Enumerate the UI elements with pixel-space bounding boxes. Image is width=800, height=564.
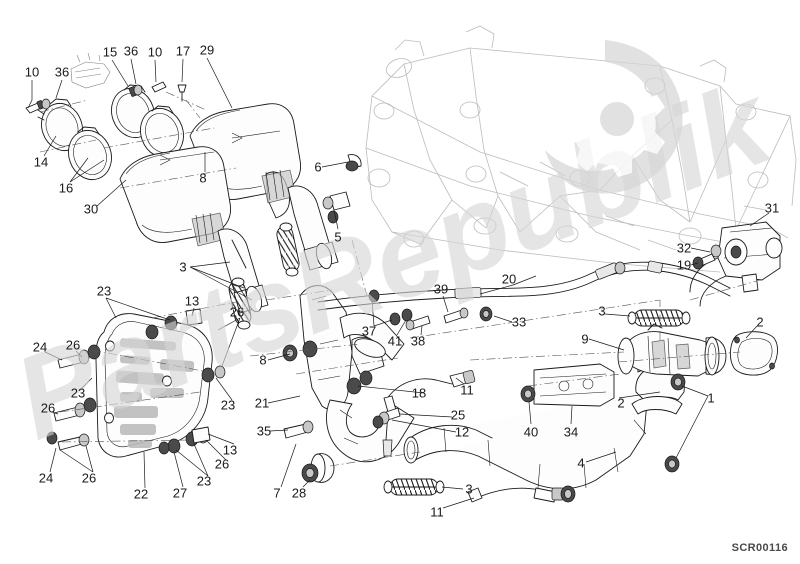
callout-number-33: 33 <box>511 314 527 330</box>
callout-number-24: 24 <box>32 339 48 355</box>
callout-number-22: 22 <box>133 486 149 502</box>
exhaust-clamps-group <box>25 52 187 181</box>
callout-number-21: 21 <box>254 395 270 411</box>
callout-number-40: 40 <box>523 424 539 440</box>
spring-3-lower <box>383 478 445 496</box>
callout-number-3: 3 <box>465 481 473 497</box>
master-cylinder-31 <box>689 221 783 307</box>
callout-number-20: 20 <box>501 271 517 287</box>
callout-number-27: 27 <box>172 485 188 501</box>
callout-number-37: 37 <box>361 323 377 339</box>
callout-number-7: 7 <box>273 485 281 501</box>
callout-number-14: 14 <box>33 154 49 170</box>
callout-number-31: 31 <box>764 200 780 216</box>
callout-number-18: 18 <box>411 385 427 401</box>
callout-number-10: 10 <box>24 64 40 80</box>
bracket-34 <box>533 363 615 407</box>
brake-hose-20 <box>317 260 731 311</box>
callout-number-23: 23 <box>196 473 212 489</box>
callout-number-16: 16 <box>58 180 74 196</box>
spring-3-right <box>627 309 691 327</box>
shield-fasteners <box>46 308 226 455</box>
nut-40 <box>520 385 536 403</box>
callout-number-26: 26 <box>81 470 97 486</box>
callout-number-11: 11 <box>430 504 444 520</box>
callout-number-23: 23 <box>220 397 236 413</box>
construction-lines <box>39 91 761 467</box>
callout-number-1: 1 <box>707 390 715 406</box>
callout-number-23: 23 <box>96 283 112 299</box>
callout-number-29: 29 <box>199 42 215 58</box>
callout-number-26: 26 <box>40 400 56 416</box>
callout-number-3: 3 <box>598 303 606 319</box>
callout-number-41: 41 <box>387 333 403 349</box>
centre-fasteners <box>282 154 686 483</box>
callout-number-13: 13 <box>184 293 200 309</box>
callout-number-36: 36 <box>54 64 70 80</box>
callout-number-15: 15 <box>102 44 118 60</box>
callout-number-8: 8 <box>259 352 267 368</box>
lambda-sensor-upper-11 <box>382 370 476 457</box>
drawing-code: SCR00116 <box>731 542 788 554</box>
callout-number-17: 17 <box>175 43 191 59</box>
callout-number-24: 24 <box>38 470 54 486</box>
callout-number-38: 38 <box>410 333 426 349</box>
callout-number-36: 36 <box>123 43 139 59</box>
callout-number-10: 10 <box>147 44 163 60</box>
bolt-10-left <box>25 100 45 114</box>
callout-number-23: 23 <box>70 385 86 401</box>
spring-3-upper-left <box>228 277 252 330</box>
callout-number-5: 5 <box>334 229 342 245</box>
callout-number-2: 2 <box>617 395 625 411</box>
callout-number-4: 4 <box>577 455 585 471</box>
bolt-17 <box>177 84 187 102</box>
lambda-sensor-lower-11 <box>467 485 576 503</box>
callout-number-39: 39 <box>433 281 449 297</box>
leader-lines <box>27 57 770 509</box>
callout-number-26: 26 <box>65 337 81 353</box>
callout-number-19: 19 <box>676 257 692 273</box>
callout-number-9: 9 <box>581 331 589 347</box>
heat-shield-22 <box>95 313 213 458</box>
callout-number-3: 3 <box>179 259 187 275</box>
catalyst-9 <box>617 323 727 377</box>
callout-number-6: 6 <box>314 159 322 175</box>
callout-number-12: 12 <box>454 424 470 440</box>
callout-number-13: 13 <box>222 442 238 458</box>
callout-number-26: 26 <box>214 456 230 472</box>
callout-number-26: 26 <box>229 304 245 320</box>
gasket-flange-2-right <box>729 331 778 376</box>
callout-number-25: 25 <box>450 407 466 423</box>
spring-3-upper-right <box>276 222 300 277</box>
callout-number-30: 30 <box>83 201 99 217</box>
callout-number-34: 34 <box>563 424 579 440</box>
callout-number-11: 11 <box>460 382 474 398</box>
callout-number-8: 8 <box>199 170 207 186</box>
bolt-19-32 <box>692 244 722 270</box>
motorcycle-frame-reference <box>365 25 797 273</box>
callout-number-35: 35 <box>256 423 272 439</box>
callout-number-28: 28 <box>291 485 307 501</box>
callout-number-32: 32 <box>676 240 692 256</box>
callout-number-2: 2 <box>756 314 764 330</box>
